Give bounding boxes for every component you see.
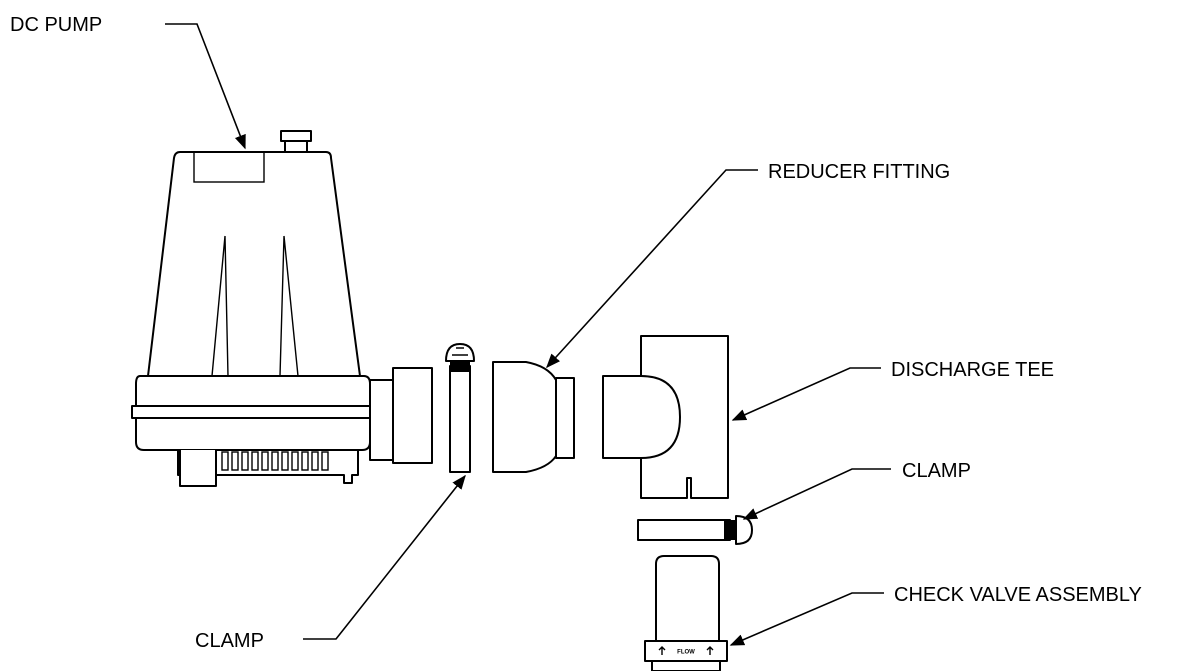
- leader-check-valve: [729, 592, 884, 646]
- pump-foot: [179, 450, 217, 487]
- label-clamp-right: CLAMP: [902, 460, 971, 482]
- flow-marking: FLOW: [677, 650, 695, 656]
- leader-discharge-tee: [731, 367, 881, 421]
- leader-clamp-bottom: [303, 474, 466, 640]
- valve-lower-body: [651, 660, 721, 671]
- reducer-small-end: [555, 377, 575, 459]
- pump-top-recess: [193, 151, 265, 183]
- discharge-tee: [602, 335, 729, 499]
- label-reducer-fitting: REDUCER FITTING: [768, 161, 950, 183]
- clamp-screw-housing: [724, 520, 736, 540]
- dc-pump: [131, 130, 433, 487]
- clamp-screw-head: [445, 343, 475, 362]
- pump-base-upper: [135, 375, 371, 407]
- clamp-right: [637, 515, 753, 545]
- clamp-band: [637, 519, 731, 541]
- tee-branch: [602, 375, 681, 459]
- valve-upper-body: [655, 555, 720, 642]
- check-valve-assembly: FLOW: [644, 555, 728, 671]
- flow-arrow-right-icon: [706, 646, 714, 655]
- pump-body: [147, 151, 361, 377]
- reducer-large-end: [492, 361, 557, 473]
- leader-dc-pump: [165, 23, 246, 150]
- tee-body: [640, 335, 729, 499]
- leader-reducer-fitting: [546, 169, 758, 369]
- pump-bolt-head: [280, 130, 312, 142]
- pump-outlet: [392, 367, 433, 464]
- pump-base-lower: [135, 417, 371, 451]
- clamp-band: [449, 365, 471, 473]
- clamp-left: [445, 343, 475, 473]
- reducer-fitting: [492, 361, 575, 473]
- pump-rib-left: [211, 235, 229, 377]
- label-discharge-tee: DISCHARGE TEE: [891, 359, 1054, 381]
- label-dc-pump: DC PUMP: [10, 14, 102, 36]
- clamp-screw-housing: [450, 360, 470, 372]
- flow-arrow-left-icon: [658, 646, 666, 655]
- label-check-valve: CHECK VALVE ASSEMBLY: [894, 584, 1142, 606]
- clamp-screw-head: [735, 515, 753, 545]
- label-clamp-bottom: CLAMP: [195, 630, 264, 652]
- strainer-slots: [221, 451, 329, 471]
- pump-base-flange: [131, 405, 375, 419]
- leader-clamp-right: [742, 468, 891, 520]
- pump-rib-right: [279, 235, 299, 377]
